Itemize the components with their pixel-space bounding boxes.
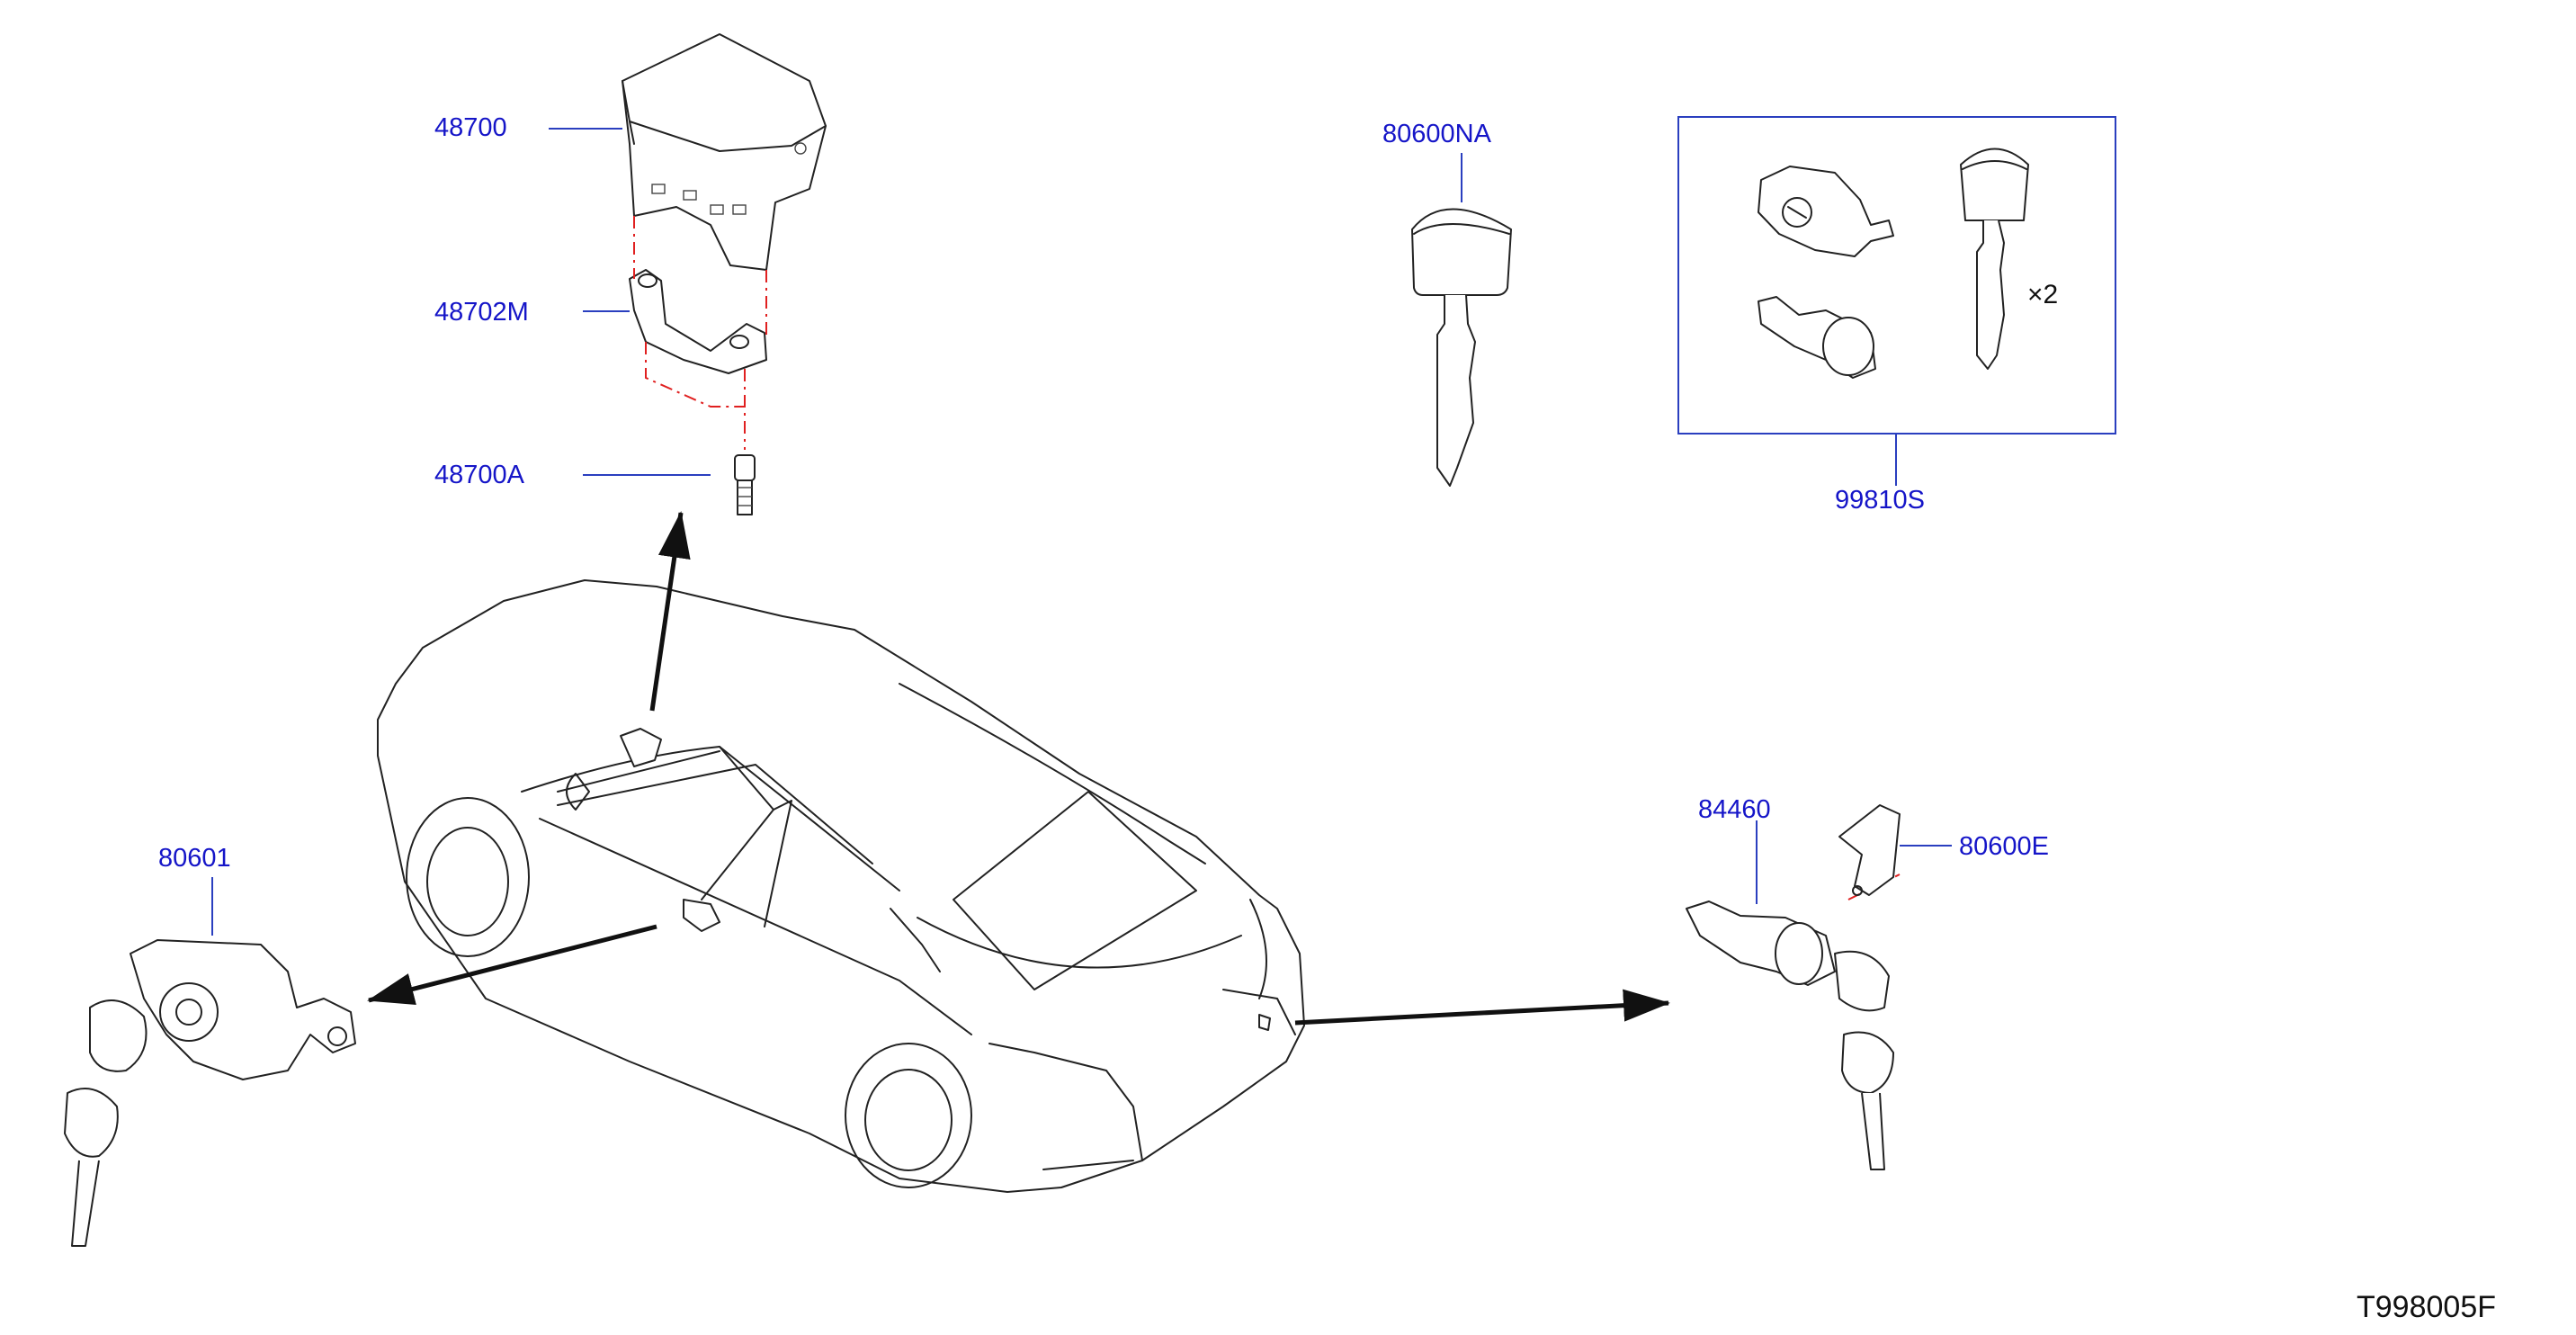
car-drawing [377,579,1305,1193]
ignition-switch-drawing [622,33,827,271]
label-80600na: 80600NA [1382,120,1491,148]
label-80600e: 80600E [1959,832,2049,861]
direction-arrows [367,511,1670,1026]
label-84460: 84460 [1698,795,1771,824]
label-48702m: 48702M [434,298,529,327]
door-lock-drawing [64,939,356,1247]
bolt-drawing [734,454,756,515]
label-99810s: 99810S [1835,486,1925,515]
label-48700: 48700 [434,113,507,142]
key-drawing [1411,208,1512,487]
label-80601: 80601 [158,844,231,873]
clip-drawing [1838,804,1901,896]
kit-quantity: ×2 [2027,280,2059,309]
diagram-code: T998005F [2357,1290,2496,1324]
bracket-drawing [629,269,767,374]
leader-lines [211,128,1952,936]
label-48700a: 48700A [434,461,524,489]
trunk-lock-drawing [1686,900,1894,1170]
kit-box [1677,116,2116,435]
kit-contents [1758,148,2029,379]
